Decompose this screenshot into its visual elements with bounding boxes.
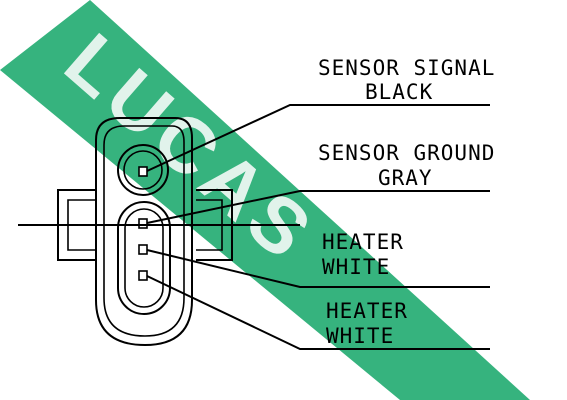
pin-heater-2	[138, 270, 148, 281]
leader-sensor-ground	[146, 190, 490, 224]
label-sensor-ground-line2: GRAY	[378, 166, 433, 190]
pin-cavity-lower	[117, 201, 171, 315]
connector-housing-outer	[95, 117, 193, 347]
leader-heater-2	[146, 275, 490, 350]
pin-labels: SENSOR SIGNAL BLACK SENSOR GROUND GRAY H…	[318, 56, 495, 348]
pin-sensor-signal	[138, 166, 148, 177]
label-heater-1-line1: HEATER	[322, 230, 404, 254]
pin-sensor-ground	[138, 218, 148, 229]
label-heater-1-line2: WHITE	[322, 255, 390, 279]
label-heater-2-line1: HEATER	[326, 299, 408, 323]
leader-sensor-signal	[146, 104, 490, 172]
label-sensor-signal-line1: SENSOR SIGNAL	[318, 56, 495, 80]
pin-cavity-lower-inner	[124, 208, 164, 308]
label-sensor-ground-line1: SENSOR GROUND	[318, 141, 495, 165]
label-heater-2-line2: WHITE	[326, 324, 394, 348]
pin-heater-1	[138, 244, 148, 255]
pin-cavity-signal	[117, 144, 169, 196]
leader-lines	[146, 104, 490, 350]
label-sensor-signal-line2: BLACK	[365, 80, 433, 104]
watermark-text: LUCAS	[49, 16, 332, 278]
leader-heater-1	[146, 249, 490, 288]
connector	[57, 117, 233, 347]
connector-housing-inner	[103, 125, 185, 337]
pin-cavity-signal-inner	[123, 150, 163, 190]
watermark-band	[0, 0, 530, 400]
